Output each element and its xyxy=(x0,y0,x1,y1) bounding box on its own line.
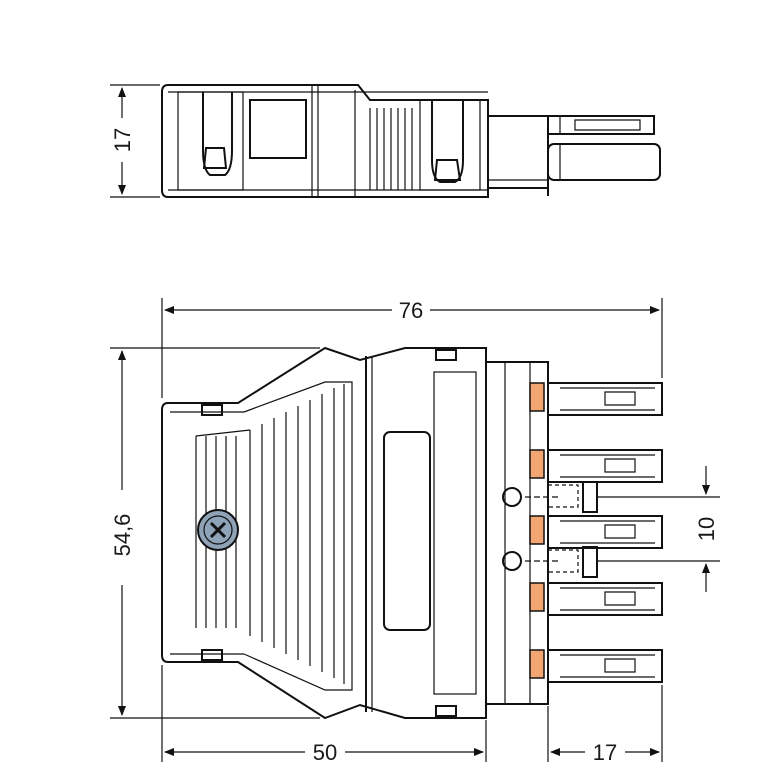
front-pin-housing xyxy=(485,361,549,705)
side-latch-right xyxy=(419,99,481,191)
dim-body-width: 50 xyxy=(161,665,487,765)
side-window xyxy=(249,99,307,159)
side-ribs xyxy=(369,108,413,190)
pin-1 xyxy=(529,382,663,416)
dim-pitch: 10 xyxy=(597,466,720,592)
dim-total-width-label: 76 xyxy=(399,298,423,323)
dim-body-width-label: 50 xyxy=(313,740,337,765)
dim-total-height-label: 54,6 xyxy=(110,514,135,557)
cross-screw-icon xyxy=(197,509,239,551)
dim-pin-length: 17 xyxy=(547,685,663,765)
dim-total-height: 54,6 xyxy=(110,347,320,719)
side-pin-lower xyxy=(547,143,661,181)
side-pin-upper xyxy=(547,115,655,135)
pin-3 xyxy=(529,515,663,549)
dim-pitch-label: 10 xyxy=(694,517,719,541)
pin-4 xyxy=(529,582,663,616)
dim-top-height-label: 17 xyxy=(110,128,135,152)
coding-keys xyxy=(502,481,598,578)
side-pin-housing xyxy=(487,115,549,189)
side-view xyxy=(161,84,661,198)
dim-pin-length-label: 17 xyxy=(593,740,617,765)
front-clip-top-right xyxy=(435,349,457,361)
side-view-body xyxy=(161,84,489,198)
dim-top-height: 17 xyxy=(110,84,160,198)
dim-total-width: 76 xyxy=(161,298,663,398)
front-right-strip xyxy=(433,371,477,695)
front-label-window xyxy=(383,431,431,631)
front-view xyxy=(161,346,663,720)
front-clip-top-left xyxy=(201,404,223,416)
pin-5 xyxy=(529,649,663,683)
front-clip-bottom-right xyxy=(435,705,457,717)
front-clip-bottom-left xyxy=(201,649,223,661)
pin-2 xyxy=(529,449,663,483)
side-latch-left xyxy=(177,91,244,191)
